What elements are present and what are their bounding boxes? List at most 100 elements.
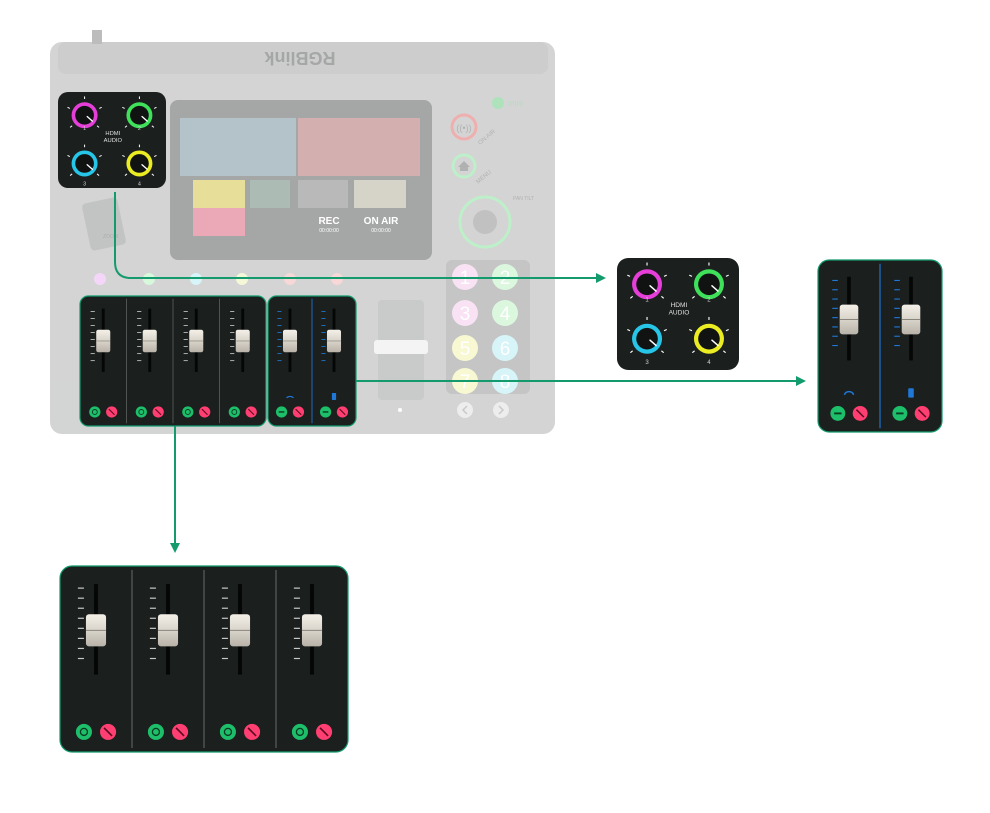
microphone-icon (91, 409, 98, 415)
knob-tick (630, 350, 634, 354)
knob-4-cap[interactable] (130, 154, 149, 173)
chevron-right-icon (498, 405, 505, 415)
ptz-joystick[interactable] (458, 195, 512, 249)
mute-icon (103, 727, 113, 737)
mini-logo-icon (492, 97, 504, 109)
microphone-icon (79, 727, 89, 737)
knob-tick (122, 155, 125, 158)
knob-2-indicator (711, 285, 719, 292)
home-icon (458, 161, 470, 171)
hdmi-label: HDMI (105, 131, 120, 137)
knob-3-indicator (649, 339, 657, 347)
mic-button[interactable] (135, 406, 147, 418)
mute-icon (295, 408, 302, 416)
t-bar-slot (378, 300, 424, 400)
knob-1-number: 1 (645, 297, 649, 304)
knob-tick (153, 106, 157, 109)
knob-1-cap[interactable] (636, 273, 658, 296)
key-3[interactable] (452, 300, 478, 326)
on-air-button[interactable] (450, 113, 478, 141)
knob-tick (124, 125, 128, 128)
knob-tick (627, 274, 631, 277)
device-screen (170, 100, 432, 260)
microphone-icon (231, 409, 238, 415)
audio-label: AUDIO (104, 138, 123, 144)
input-fader-panel-on-device (79, 295, 267, 427)
knob-3-cap[interactable] (636, 327, 658, 350)
hdmi-label: HDMI (671, 302, 688, 309)
key-7-label: 7 (460, 372, 471, 393)
pan-tilt-label: PAN TILT (513, 196, 534, 202)
knob-tick (691, 295, 695, 299)
prev-button[interactable] (457, 402, 473, 418)
rec-time: 00:00:00 (319, 228, 339, 234)
knob-4-indicator (141, 164, 148, 170)
knob-2-indicator (141, 115, 148, 122)
knob-tick (663, 329, 667, 332)
knob-tick (725, 274, 729, 277)
monitor-fader-panel-on-device (267, 295, 357, 427)
knob-tick (96, 173, 100, 176)
knob-tick (153, 155, 157, 158)
knob-tick (691, 350, 695, 354)
microphone-icon (223, 727, 233, 737)
mute-icon (201, 408, 208, 416)
microphone-icon (138, 409, 145, 415)
menu-button[interactable] (451, 153, 477, 179)
headphone-icon (286, 395, 294, 399)
knob-tick (99, 106, 102, 109)
mute-icon (339, 408, 346, 416)
onair-label: ON AIR (364, 216, 399, 227)
t-bar-handle[interactable] (374, 340, 428, 354)
knob-1-indicator (86, 115, 94, 122)
knob-tick (722, 350, 726, 354)
mic-button[interactable] (75, 723, 92, 740)
key-3-label: 3 (460, 304, 471, 325)
knob-4-indicator (711, 339, 719, 347)
knob-3-cap[interactable] (75, 154, 94, 173)
knob-2-cap[interactable] (130, 105, 149, 125)
zoom-label: ZOOM (103, 234, 118, 240)
key-5[interactable] (452, 335, 478, 361)
key-4[interactable] (492, 300, 518, 326)
mute-icon (247, 408, 255, 416)
broadcast-icon: ((•)) (456, 123, 471, 133)
mic-button[interactable] (182, 406, 194, 418)
knob-tick (630, 295, 634, 299)
mic-button[interactable] (291, 723, 308, 740)
audio-label: AUDIO (669, 309, 690, 316)
mute-icon (154, 408, 162, 416)
microphone-icon (184, 409, 191, 415)
key-4-label: 4 (500, 304, 511, 325)
mic-button[interactable] (219, 723, 236, 740)
mic-button[interactable] (89, 406, 101, 418)
knob-1-indicator (649, 285, 657, 292)
key-5-label: 5 (460, 339, 471, 360)
knob-tick (689, 329, 693, 332)
mic-button[interactable] (228, 406, 240, 418)
knob-tick (661, 350, 665, 354)
knob-tick (725, 329, 729, 332)
mute-icon (175, 727, 185, 737)
brand-logo: RGBlink (264, 48, 336, 68)
next-button[interactable] (493, 402, 509, 418)
chevron-left-icon (461, 405, 468, 415)
knob-4-cap[interactable] (698, 327, 720, 350)
mic-button[interactable] (147, 723, 164, 740)
knob-tick (122, 106, 125, 109)
callout-connectors (114, 192, 806, 553)
microphone-icon (295, 727, 305, 737)
mute-icon (855, 409, 865, 418)
knob-tick (151, 125, 155, 128)
knob-2-number: 2 (707, 297, 711, 304)
knob-3-number: 3 (645, 359, 649, 366)
knob-1-number: 1 (83, 126, 86, 132)
knob-tick (69, 125, 73, 128)
knob-2-cap[interactable] (698, 273, 720, 296)
knob-4-number: 4 (138, 182, 141, 188)
key-6[interactable] (492, 335, 518, 361)
knob-tick (124, 173, 128, 176)
knob-1-cap[interactable] (75, 105, 94, 125)
input-fader-panel-callout (59, 565, 349, 753)
